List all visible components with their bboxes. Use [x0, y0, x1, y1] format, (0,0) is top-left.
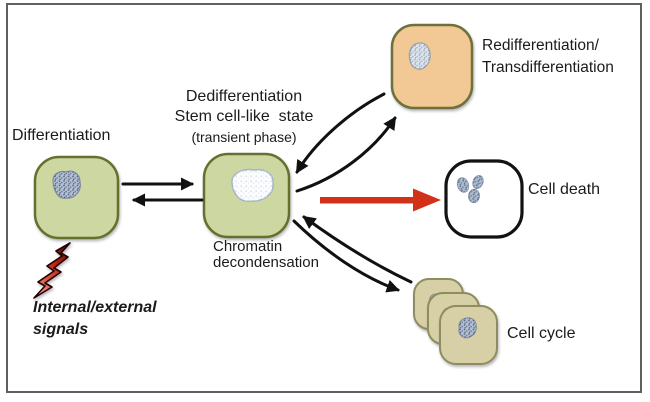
- label-dedifferentiation: Dedifferentiation Stem cell-like state (…: [148, 87, 340, 147]
- arrow-stem-to-rediff: [295, 116, 397, 193]
- red-arrow-cell-death: [320, 188, 441, 212]
- label-differentiation: Differentiation: [12, 127, 111, 144]
- arrow-rediff-to-stem: [295, 92, 386, 174]
- label-dedifferentiation-line1: Dedifferentiation: [185, 88, 303, 105]
- label-chromatin-line2: decondensation: [213, 253, 319, 271]
- label-cell-cycle: Cell cycle: [507, 325, 576, 342]
- label-redifferentiation: Redifferentiation/ Transdifferentiation: [482, 35, 614, 79]
- arrow-stem-to-cycle: [292, 219, 400, 293]
- label-signals-line1: Internal/external: [33, 299, 157, 316]
- arrow-cycle-to-stem: [302, 215, 413, 284]
- label-chromatin-decondensation: Chromatin decondensation: [213, 239, 319, 270]
- arrows: [121, 92, 413, 293]
- label-transient-phase: (transient phase): [191, 129, 297, 145]
- label-redifferentiation-line1: Redifferentiation/: [482, 37, 599, 54]
- cycle-cell-front: [439, 305, 498, 365]
- stem-cell-like-cell: [202, 152, 291, 239]
- label-signals-line2: signals: [33, 321, 89, 338]
- lightning-bolt-icon: [33, 242, 71, 299]
- label-internal-external-signals: Internal/external signals: [33, 297, 157, 341]
- decondensed-nucleus: [231, 168, 274, 203]
- condensed-nucleus: [52, 170, 81, 199]
- label-chromatin-line1: Chromatin: [213, 238, 283, 255]
- redifferentiation-cell: [390, 23, 474, 110]
- cell-cycle-stack: [413, 278, 498, 365]
- fragmented-nuclei: [456, 175, 484, 204]
- label-redifferentiation-line2: Transdifferentiation: [482, 59, 614, 76]
- orange-cell-nucleus: [408, 42, 431, 70]
- differentiated-cell: [33, 155, 120, 240]
- label-cell-death: Cell death: [528, 181, 601, 198]
- label-stem-cell-like-state: Stem cell-like state: [174, 108, 314, 125]
- cell-death-cell: [444, 159, 524, 239]
